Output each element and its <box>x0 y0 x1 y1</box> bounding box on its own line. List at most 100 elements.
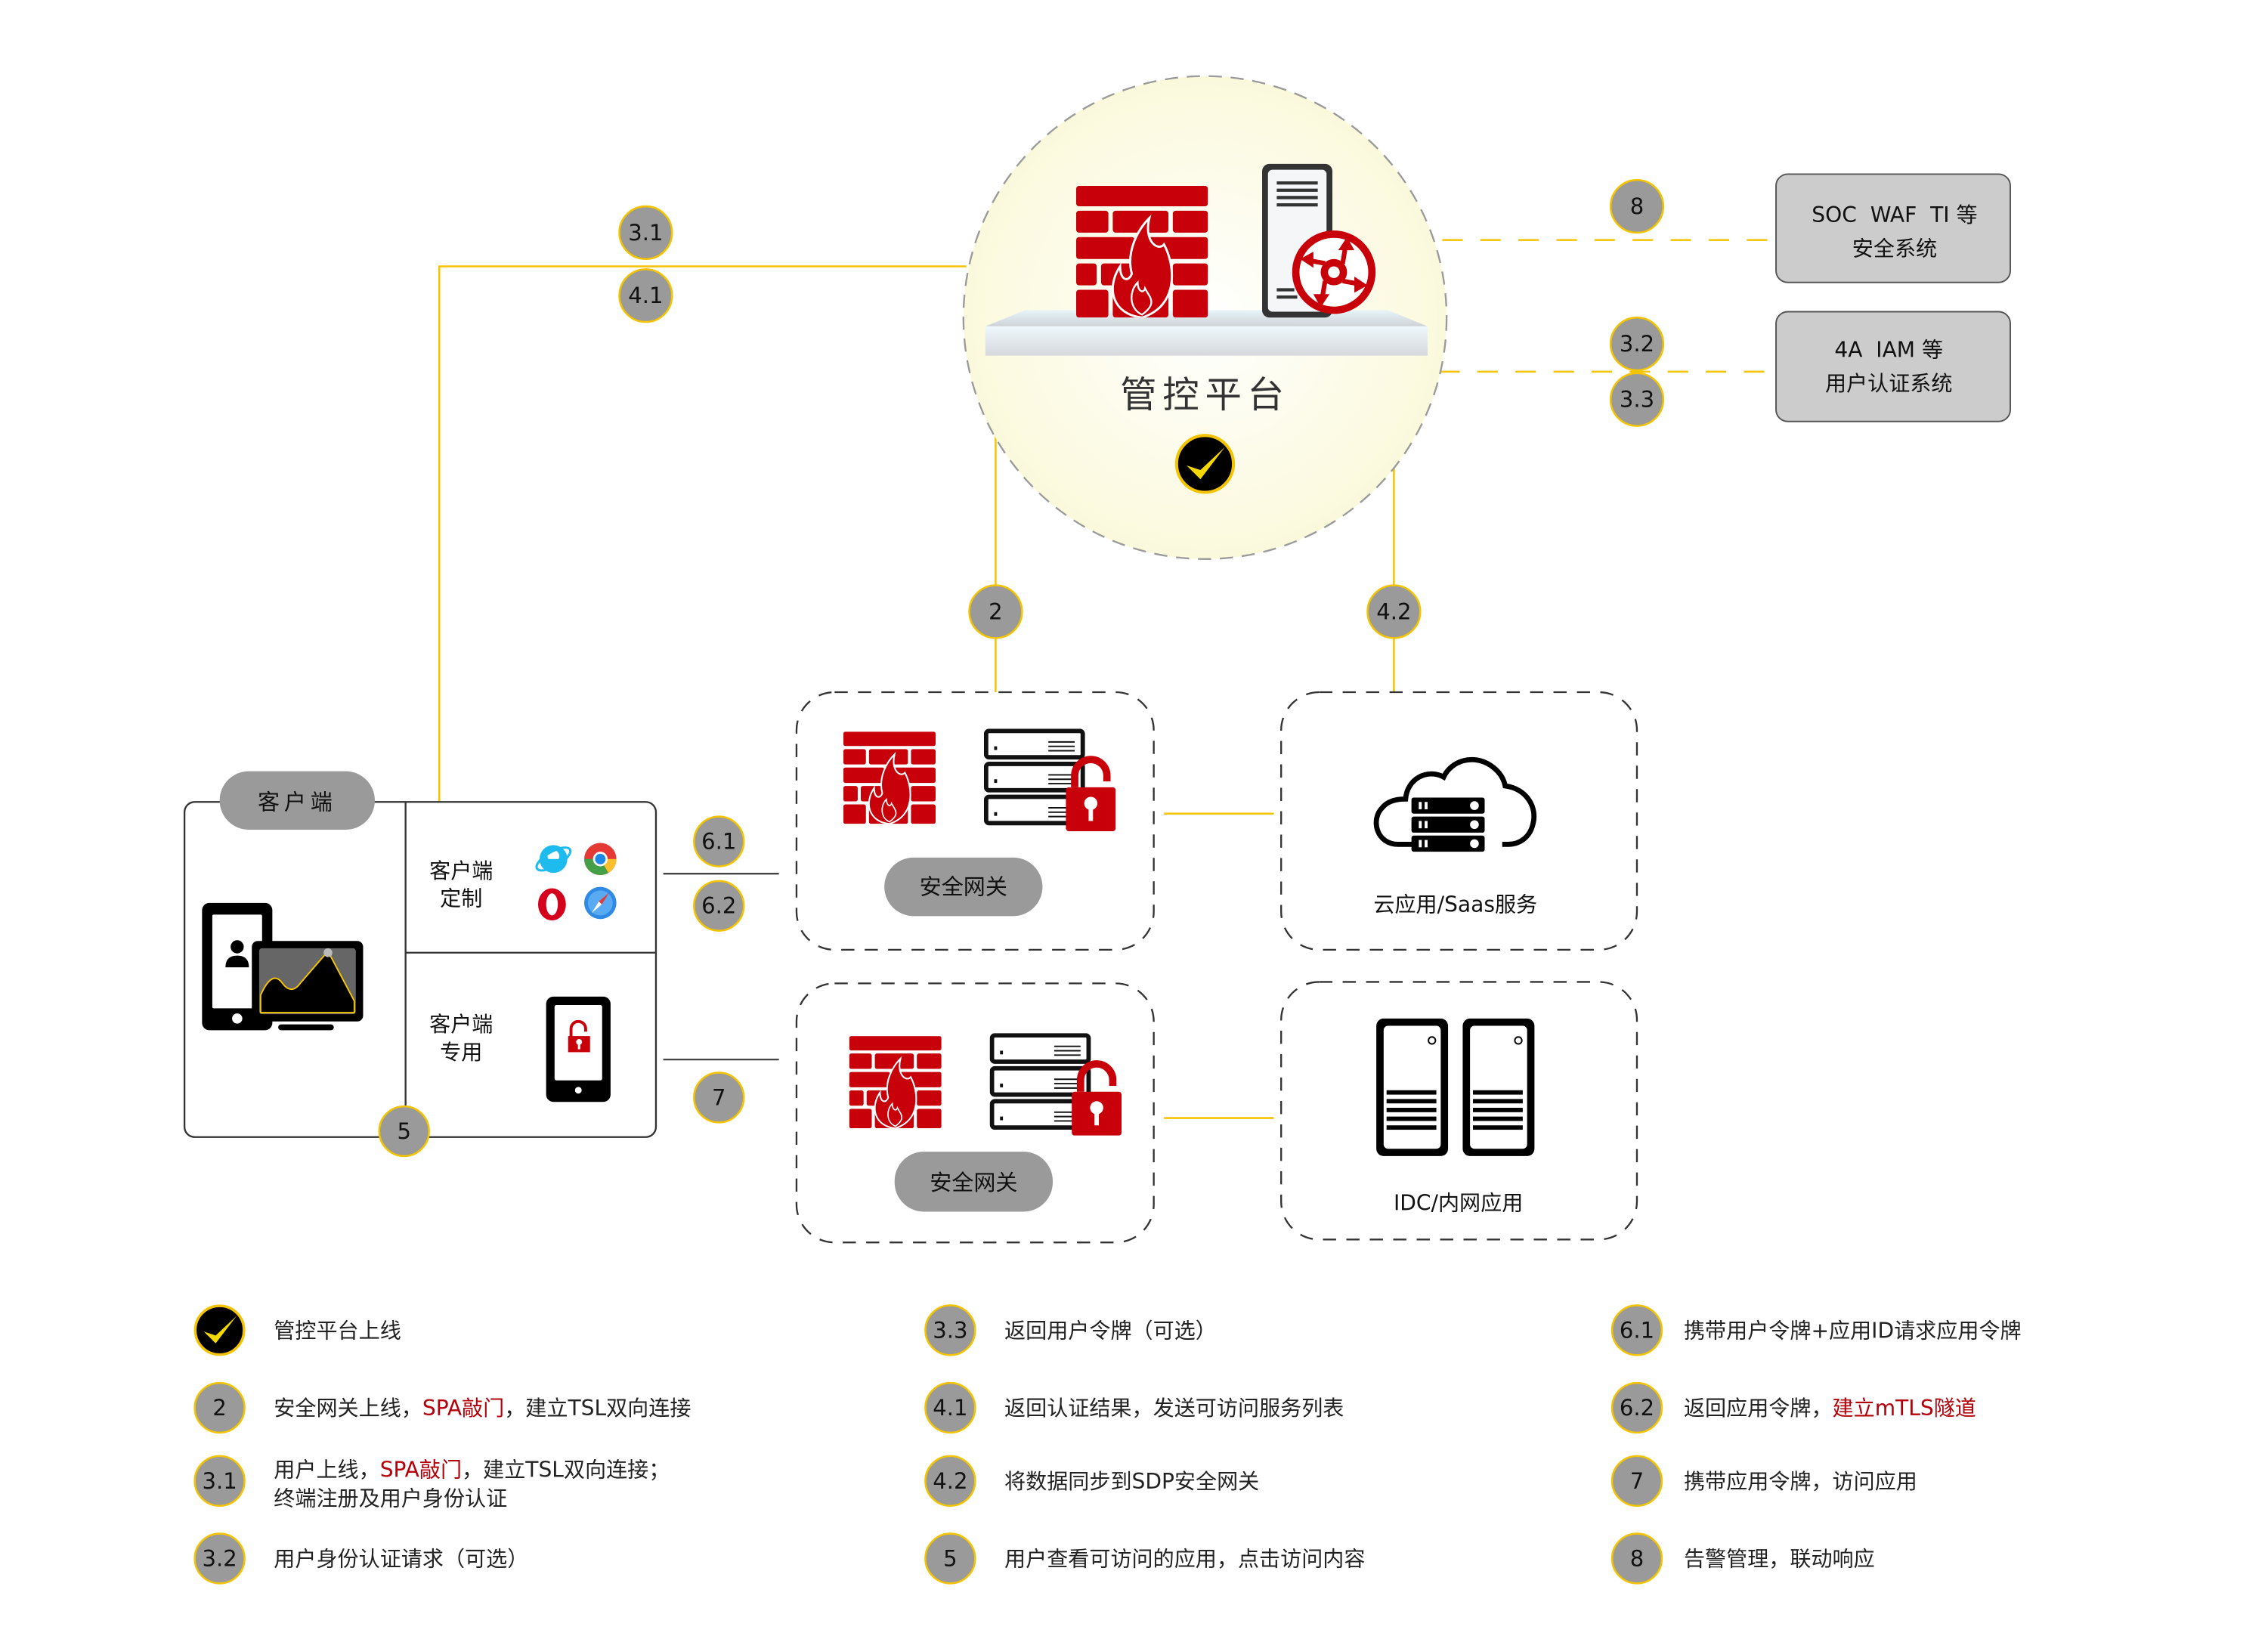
svg-text:6.1: 6.1 <box>701 829 736 855</box>
devices-icon <box>202 902 364 1031</box>
legend-badge-label: 4.1 <box>933 1395 967 1421</box>
badge-8[interactable]: 8 <box>1609 178 1665 234</box>
legend-description: 返回用户令牌（可选） <box>1004 1318 1217 1343</box>
firewall-icon <box>849 1036 942 1129</box>
legend-description: 告警管理，联动响应 <box>1684 1546 1875 1571</box>
ie-icon[interactable] <box>534 843 574 875</box>
legend-description: 用户查看可访问的应用，点击访问内容 <box>1004 1546 1365 1571</box>
badge-6-2[interactable]: 6.2 <box>693 880 745 932</box>
badge-2[interactable]: 2 <box>968 584 1023 639</box>
client-title-pill <box>219 771 375 830</box>
legend-item: 4.1 返回认证结果，发送可访问服务列表 <box>924 1381 1344 1434</box>
cloud-app-label: 云应用/Saas服务 <box>1373 892 1537 917</box>
platform-shelf-front <box>985 326 1428 356</box>
legend-description: 携带应用令牌，访问应用 <box>1684 1468 1917 1493</box>
legend-description: 安全网关上线，SPA敲门，建立TSL双向连接 <box>274 1396 691 1421</box>
svg-text:6.2: 6.2 <box>701 893 736 919</box>
platform-title: 管控平台 <box>1120 374 1290 416</box>
firewall-icon <box>843 731 936 824</box>
client-custom-line1: 客户端 <box>429 858 493 883</box>
opera-icon[interactable] <box>537 888 566 921</box>
line-client-platform <box>438 265 967 802</box>
legend-badge <box>1610 1381 1663 1434</box>
firewall-icon <box>1075 185 1208 318</box>
badge-3-2[interactable]: 3.2 <box>1609 316 1665 372</box>
idc-app-box[interactable]: IDC/内网应用 <box>1280 981 1638 1241</box>
cloud-app-box[interactable]: 云应用/Saas服务 <box>1280 691 1638 951</box>
legend-badge-label: 2 <box>212 1395 226 1421</box>
legend-badge <box>924 1532 976 1585</box>
svg-text:3.3: 3.3 <box>1620 387 1654 413</box>
legend-description: 用户上线，SPA敲门，建立TSL双向连接； <box>274 1457 670 1482</box>
legend-item: 8 告警管理，联动响应 <box>1610 1532 1875 1585</box>
external-system-soc[interactable]: SOC WAF TI 等 安全系统 <box>1775 173 2011 283</box>
legend-description: 将数据同步到SDP安全网关 <box>1004 1468 1259 1493</box>
legend-item: 2 安全网关上线，SPA敲门，建立TSL双向连接 <box>193 1381 691 1434</box>
legend-description: 返回应用令牌，建立mTLS隧道 <box>1684 1396 1976 1421</box>
chrome-icon[interactable] <box>584 843 617 876</box>
legend-highlight: SPA敲门 <box>422 1396 504 1421</box>
legend-item: 管控平台上线 <box>193 1304 401 1356</box>
idc-app-label: IDC/内网应用 <box>1394 1190 1523 1215</box>
legend-description: 返回认证结果，发送可访问服务列表 <box>1004 1396 1344 1421</box>
legend-highlight: 建立mTLS隧道 <box>1833 1396 1976 1421</box>
badge-6-1[interactable]: 6.1 <box>693 815 745 867</box>
checkmark-icon <box>193 1304 246 1356</box>
legend-description: 管控平台上线 <box>274 1318 401 1343</box>
legend-description: 携带用户令牌+应用ID请求应用令牌 <box>1684 1318 2022 1343</box>
legend-badge <box>924 1455 976 1508</box>
legend-badge <box>193 1381 246 1434</box>
tower-servers-icon <box>1376 1018 1535 1156</box>
svg-text:3.1: 3.1 <box>628 220 663 246</box>
badge-4-1[interactable]: 4.1 <box>618 268 673 323</box>
legend-item: 6.2 返回应用令牌，建立mTLS隧道 <box>1610 1381 1976 1434</box>
locked-phone-icon[interactable] <box>546 996 611 1102</box>
svg-text:3.2: 3.2 <box>1620 331 1654 357</box>
legend-highlight: SPA敲门 <box>380 1457 462 1482</box>
legend-badge-label: 6.1 <box>1620 1317 1654 1343</box>
client-dedicated-line2: 专用 <box>440 1040 482 1065</box>
legend-badge-label: 8 <box>1630 1545 1644 1571</box>
legend-badge <box>924 1381 976 1434</box>
badge-3-3[interactable]: 3.3 <box>1609 372 1665 427</box>
legend-description-line2: 终端注册及用户身份认证 <box>274 1486 507 1511</box>
gateway-label: 安全网关 <box>920 874 1007 900</box>
step-badges: 3.1 4.1 8 3.2 3.3 2 4.2 6.1 6.2 7 5 <box>378 178 1665 1158</box>
cloud-server-icon <box>1373 756 1537 852</box>
legend-badge <box>193 1455 246 1508</box>
checkmark-icon <box>1177 435 1233 492</box>
safari-icon[interactable] <box>584 886 617 920</box>
management-arrows-icon <box>1292 230 1376 314</box>
svg-text:4.1: 4.1 <box>628 283 663 308</box>
svg-text:7: 7 <box>712 1084 726 1110</box>
client-panel[interactable]: 客户端 客户端 定制 <box>183 771 658 1138</box>
security-gateway-2[interactable]: 安全网关 <box>795 982 1155 1244</box>
legend-badge <box>924 1304 976 1356</box>
badge-4-2[interactable]: 4.2 <box>1366 584 1422 639</box>
gateway-label-pill <box>884 857 1043 917</box>
iam-line2: 用户认证系统 <box>1825 371 1953 396</box>
badge-7[interactable]: 7 <box>693 1072 745 1124</box>
security-gateway-1[interactable]: 安全网关 <box>795 691 1155 951</box>
legend-badge-label: 5 <box>943 1545 957 1571</box>
legend-description: 用户身份认证请求（可选） <box>274 1546 528 1571</box>
soc-line1: SOC WAF TI 等 <box>1812 203 1977 227</box>
gateway-label-pill <box>894 1152 1053 1212</box>
badge-5[interactable]: 5 <box>378 1105 430 1158</box>
svg-text:5: 5 <box>397 1118 410 1144</box>
legend-badge <box>1610 1455 1663 1508</box>
iam-line1: 4A IAM 等 <box>1834 337 1943 362</box>
legend-badge <box>1610 1304 1663 1356</box>
external-system-iam[interactable]: 4A IAM 等 用户认证系统 <box>1775 311 2011 422</box>
badge-3-1[interactable]: 3.1 <box>618 205 673 261</box>
management-platform[interactable]: 管控平台 <box>962 75 1448 560</box>
legend-badge-label: 6.2 <box>1620 1395 1654 1421</box>
gateway-label: 安全网关 <box>930 1170 1017 1195</box>
soc-line2: 安全系统 <box>1852 237 1937 261</box>
svg-text:8: 8 <box>1630 193 1644 219</box>
